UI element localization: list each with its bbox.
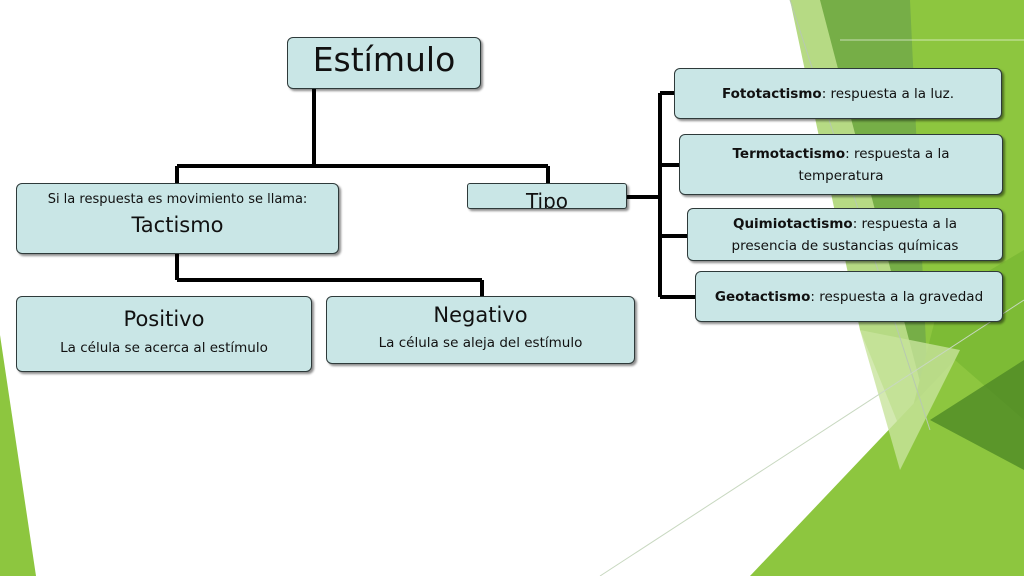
type-desc: : respuesta a la presencia de sustancias… xyxy=(731,215,959,254)
positivo-title: Positivo xyxy=(123,307,205,331)
negativo-desc: La célula se aleja del estímulo xyxy=(378,335,583,351)
type-quimiotactismo: Quimiotactismo: respuesta a la presencia… xyxy=(687,208,1003,261)
type-desc: : respuesta a la temperatura xyxy=(798,145,950,184)
type-term: Fototactismo xyxy=(721,85,822,102)
positivo-node: Positivo La célula se acerca al estímulo xyxy=(16,296,312,372)
type-desc: : respuesta a la gravedad xyxy=(810,288,984,305)
type-termotactismo: Termotactismo: respuesta a la temperatur… xyxy=(679,134,1003,195)
type-term: Termotactismo xyxy=(732,145,846,162)
type-term: Quimiotactismo xyxy=(732,215,853,232)
type-fototactismo: Fototactismo: respuesta a la luz. xyxy=(674,68,1002,119)
tipo-node: Tipo xyxy=(467,183,627,209)
type-term: Geotactismo xyxy=(714,288,811,305)
positivo-desc: La célula se acerca al estímulo xyxy=(60,340,268,356)
negativo-node: Negativo La célula se aleja del estímulo xyxy=(326,296,635,364)
negativo-title: Negativo xyxy=(433,303,528,327)
tactismo-name: Tactismo xyxy=(131,213,224,237)
tipo-label: Tipo xyxy=(525,189,569,209)
tactismo-intro: Si la respuesta es movimiento se llama: xyxy=(47,192,308,207)
estimulo-node: Estímulo xyxy=(287,37,481,89)
estimulo-label: Estímulo xyxy=(312,40,456,79)
tactismo-node: Si la respuesta es movimiento se llama: … xyxy=(16,183,339,254)
type-desc: : respuesta a la luz. xyxy=(821,85,955,102)
type-geotactismo: Geotactismo: respuesta a la gravedad xyxy=(695,271,1003,322)
